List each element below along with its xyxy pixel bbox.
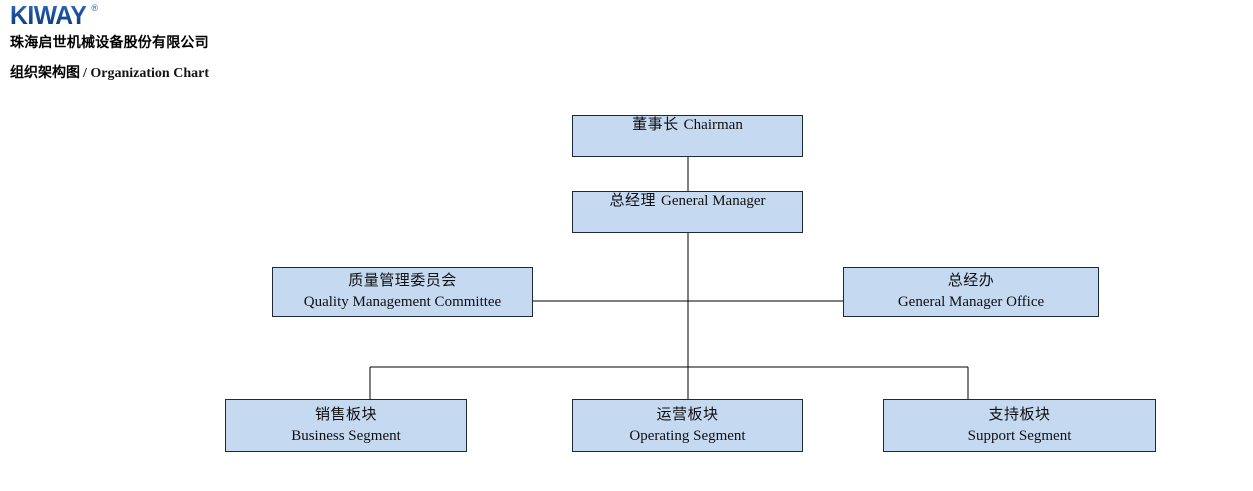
node-general-manager-label-cn: 总经理 xyxy=(609,192,656,209)
company-name: 珠海启世机械设备股份有限公司 xyxy=(10,34,209,50)
kiway-logo-text: KIWAY xyxy=(10,0,87,30)
document-header: KIWAY ® 珠海启世机械设备股份有限公司 组织架构图/ Organizati… xyxy=(0,0,1253,100)
node-chairman-label-en: Chairman xyxy=(683,117,743,133)
node-general-manager[interactable]: 总经理 General Manager xyxy=(572,191,803,233)
node-business-segment-label-en: Business Segment xyxy=(291,427,401,444)
node-support-segment[interactable]: 支持板块 Support Segment xyxy=(883,399,1156,452)
node-business-segment-label-cn: 销售板块 xyxy=(314,405,377,423)
registered-trademark-icon: ® xyxy=(91,3,98,13)
node-operating-segment-label-en: Operating Segment xyxy=(629,427,746,444)
page-title-en: / Organization Chart xyxy=(83,66,209,81)
node-general-manager-office[interactable]: 总经办 General Manager Office xyxy=(843,267,1099,317)
node-support-segment-label-cn: 支持板块 xyxy=(988,405,1051,423)
node-quality-management-committee-label-cn: 质量管理委员会 xyxy=(348,272,457,290)
node-general-manager-office-label-cn: 总经办 xyxy=(947,272,995,290)
node-operating-segment-label-cn: 运营板块 xyxy=(656,405,719,423)
node-chairman[interactable]: 董事长 Chairman xyxy=(572,115,803,157)
node-quality-management-committee-label-en: Quality Management Committee xyxy=(303,294,502,310)
kiway-logo: KIWAY ® xyxy=(10,2,98,28)
node-support-segment-label-en: Support Segment xyxy=(967,427,1072,444)
page-title: 组织架构图/ Organization Chart xyxy=(10,63,209,83)
node-operating-segment[interactable]: 运营板块 Operating Segment xyxy=(572,399,803,452)
node-general-manager-label-en: General Manager xyxy=(660,193,766,209)
node-quality-management-committee[interactable]: 质量管理委员会 Quality Management Committee xyxy=(272,267,533,317)
node-chairman-label-cn: 董事长 xyxy=(632,116,679,133)
page-title-cn: 组织架构图 xyxy=(10,64,80,80)
node-general-manager-office-label-en: General Manager Office xyxy=(897,294,1045,310)
node-business-segment[interactable]: 销售板块 Business Segment xyxy=(225,399,467,452)
